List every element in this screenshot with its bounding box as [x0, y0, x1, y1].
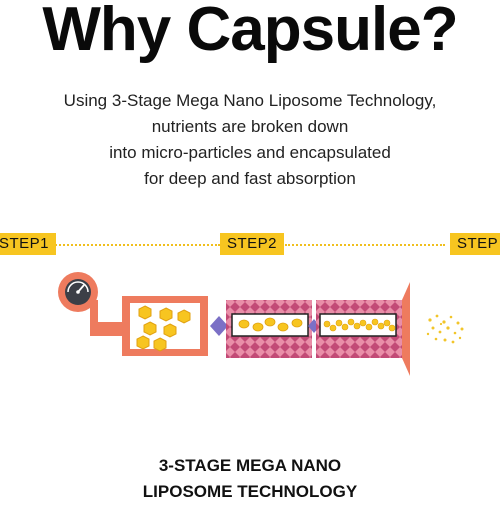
footer-caption: 3-STAGE MEGA NANO LIPOSOME TECHNOLOGY — [0, 453, 500, 505]
nano-pipe-icon — [316, 282, 410, 376]
nanoparticle-spray-icon — [426, 314, 464, 344]
description: Using 3-Stage Mega Nano Liposome Technol… — [20, 88, 480, 192]
description-line: Using 3-Stage Mega Nano Liposome Technol… — [63, 91, 437, 110]
connector-diamond-icon — [210, 316, 228, 336]
description-line: into micro-particles and encapsulated — [109, 143, 391, 162]
step-badge-3: STEP — [450, 233, 500, 255]
nano-pipe-icon — [226, 300, 312, 358]
pressure-gauge-icon — [58, 272, 126, 336]
step-connector-line — [285, 244, 445, 246]
page-title: Why Capsule? — [42, 0, 458, 64]
step-connector-line — [52, 244, 220, 246]
description-line: nutrients are broken down — [151, 117, 349, 136]
footer-line: LIPOSOME TECHNOLOGY — [142, 482, 358, 501]
footer-line: 3-STAGE MEGA NANO — [158, 456, 342, 475]
particle-chamber-icon — [122, 296, 208, 356]
liposome-process-diagram — [58, 272, 464, 376]
description-line: for deep and fast absorption — [144, 169, 356, 188]
step-badge-2: STEP2 — [220, 233, 285, 255]
step-badge-1: STEP1 — [0, 233, 57, 255]
